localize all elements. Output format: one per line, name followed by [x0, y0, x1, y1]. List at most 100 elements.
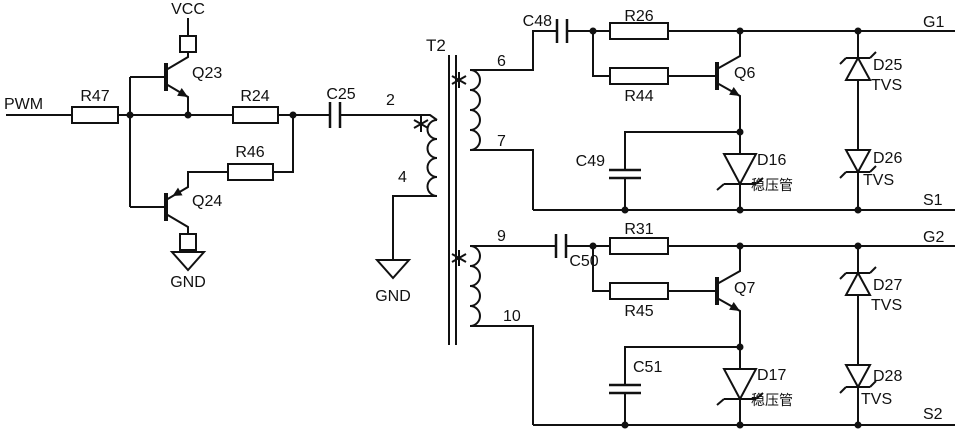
vcc-pad-square — [179, 35, 197, 53]
junction-dot — [621, 421, 629, 429]
c48-label: C48 — [523, 13, 552, 30]
d17-label: D17 — [757, 367, 786, 384]
capacitor-c25-plates — [328, 102, 342, 128]
zener-d17-cathode-bar — [716, 392, 764, 406]
driver-section: PWM R47 VCC Q23 R24 R46 Q24 C25 GND — [4, 1, 438, 291]
channel1-section: C48 R26 R44 Q6 C49 D16 稳压管 D25 TVS D26 T… — [523, 8, 955, 214]
capacitor-c49-plates — [609, 168, 641, 180]
junction-dot — [589, 27, 597, 35]
d16-label: D16 — [757, 152, 786, 169]
d27-label: D27 — [873, 277, 902, 294]
q24-emitter-arrow — [172, 187, 183, 196]
junction-dot — [289, 111, 297, 119]
q6-emitter-arrow — [729, 87, 740, 96]
junction-dot — [736, 242, 744, 250]
d16-note-label: 稳压管 — [751, 177, 793, 193]
tvs-d26-cathode-bar — [839, 165, 877, 179]
r47-label: R47 — [80, 88, 109, 105]
g1-terminal-label: G1 — [923, 14, 944, 31]
q24-label: Q24 — [192, 193, 222, 210]
pin2-label: 2 — [386, 92, 395, 109]
junction-dot — [184, 111, 192, 119]
zener-d17-triangle — [722, 368, 758, 402]
r45-label: R45 — [624, 303, 653, 320]
junction-dot — [854, 242, 862, 250]
capacitor-c50-plates — [554, 234, 568, 258]
q7-emitter-arrow — [729, 302, 740, 311]
resistor-r46-body — [227, 163, 274, 181]
d25-label: D25 — [873, 57, 902, 74]
pin7-label: 7 — [497, 133, 506, 150]
pin4-label: 4 — [398, 169, 407, 186]
channel2-section: C50 R31 R45 Q7 C51 D17 稳压管 D27 TVS D28 T… — [533, 221, 955, 429]
pin6-label: 6 — [497, 53, 506, 70]
junction-dot — [621, 206, 629, 214]
driver-wires — [6, 18, 438, 260]
tvs-d28-triangle — [844, 364, 872, 390]
junction-dot — [854, 421, 862, 429]
junction-dot — [589, 242, 597, 250]
d27-type-label: TVS — [871, 297, 902, 314]
c49-label: C49 — [576, 153, 605, 170]
tvs-d27-triangle — [844, 270, 872, 296]
r31-label: R31 — [624, 221, 653, 238]
pin10-label: 10 — [503, 308, 521, 325]
junction-dot — [736, 206, 744, 214]
resistor-r24-body — [232, 106, 279, 124]
s1-terminal-label: S1 — [923, 192, 943, 209]
gnd-symbol-transformer — [374, 259, 412, 280]
junction-dot — [736, 27, 744, 35]
resistor-r45-body — [609, 282, 669, 300]
d28-label: D28 — [873, 368, 902, 385]
zener-d16-cathode-bar — [716, 177, 764, 191]
q23-label: Q23 — [192, 65, 222, 82]
junction-dot — [854, 206, 862, 214]
resistor-r31-body — [609, 237, 669, 255]
s2-terminal-label: S2 — [923, 406, 943, 423]
polarity-asterisks — [413, 72, 467, 266]
tvs-d25-cathode-bar — [839, 51, 877, 65]
t2-label: T2 — [426, 36, 446, 55]
junction-dot — [736, 421, 744, 429]
q6-label: Q6 — [734, 65, 755, 82]
d26-label: D26 — [873, 150, 902, 167]
gnd-symbol-driver — [169, 251, 207, 272]
r24-label: R24 — [240, 88, 269, 105]
transformer-t2: T2 2 4 6 7 9 10 GND — [374, 30, 557, 425]
tvs-d28-cathode-bar — [839, 380, 877, 394]
q23-emitter-arrow — [177, 88, 188, 97]
r46-label: R46 — [235, 144, 264, 161]
d26-type-label: TVS — [863, 172, 894, 189]
junction-dot — [736, 128, 744, 136]
c51-label: C51 — [633, 359, 662, 376]
d25-type-label: TVS — [871, 77, 902, 94]
tvs-d27-cathode-bar — [839, 266, 877, 280]
resistor-r47-body — [71, 106, 119, 124]
r26-label: R26 — [624, 8, 653, 25]
zener-d16-triangle — [722, 153, 758, 187]
d28-type-label: TVS — [861, 391, 892, 408]
c50-label: C50 — [569, 253, 598, 270]
tvs-d25-triangle — [844, 55, 872, 81]
r44-label: R44 — [624, 88, 653, 105]
pin9-label: 9 — [497, 228, 506, 245]
gnd-transformer-label: GND — [375, 288, 411, 305]
tvs-d26-triangle — [844, 149, 872, 175]
d17-note-label: 稳压管 — [751, 392, 793, 408]
gnd-pad-square — [179, 233, 197, 251]
capacitor-c48-plates — [555, 19, 569, 43]
junction-dot — [736, 343, 744, 351]
transformer-windings-and-leads — [426, 30, 557, 425]
c25-label: C25 — [326, 86, 355, 103]
capacitor-c51-plates — [609, 383, 641, 395]
pwm-label: PWM — [4, 96, 43, 113]
vcc-label: VCC — [171, 1, 205, 18]
junction-dot — [854, 27, 862, 35]
q7-label: Q7 — [734, 280, 755, 297]
g2-terminal-label: G2 — [923, 229, 944, 246]
gnd-driver-label: GND — [170, 274, 206, 291]
junction-dot — [126, 111, 134, 119]
resistor-r26-body — [609, 22, 669, 40]
